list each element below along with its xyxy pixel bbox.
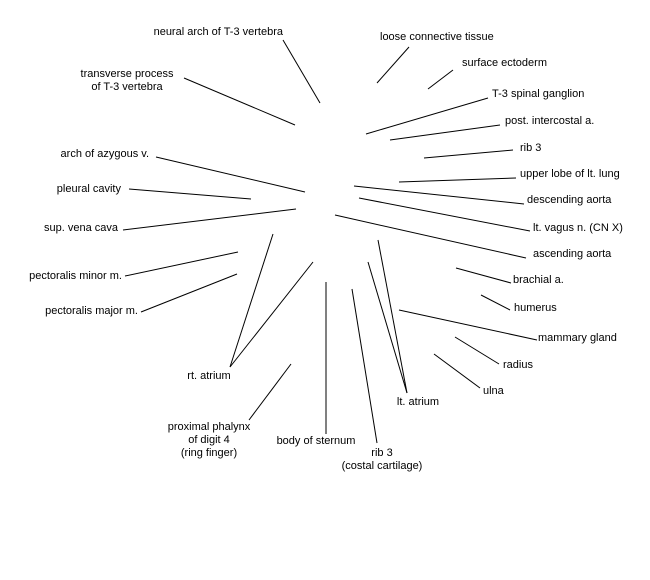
label-spinal-ganglion: T-3 spinal ganglion <box>492 88 585 100</box>
label-rib3cc-line2: (costal cartilage) <box>341 460 423 472</box>
leader-lt-atrium-b <box>367 261 408 394</box>
leader-pleural-cavity <box>128 188 252 200</box>
label-pectoralis-minor: pectoralis minor m. <box>29 270 122 282</box>
label-surface-ectoderm: surface ectoderm <box>462 57 547 69</box>
label-arch-azygous: arch of azygous v. <box>60 148 149 160</box>
label-proximal-phalynx: proximal phalynx of digit 4 (ring finger… <box>168 421 251 460</box>
label-pectoralis-major: pectoralis major m. <box>45 305 138 317</box>
leader-radius <box>454 336 500 365</box>
label-rib3: rib 3 <box>520 142 542 154</box>
label-transverse-process: transverse process of T-3 vertebra <box>81 68 174 94</box>
leader-ulna <box>433 353 481 389</box>
leader-phalynx <box>248 363 292 421</box>
label-upper-lobe-lung: upper lobe of lt. lung <box>520 168 620 180</box>
leader-humerus <box>480 294 511 311</box>
label-ascending-aorta: ascending aorta <box>533 248 612 260</box>
label-pleural-cavity: pleural cavity <box>56 183 121 195</box>
leader-descending-aorta <box>353 185 525 205</box>
leader-rt-atrium-a <box>229 233 274 368</box>
label-transverse-line2: of T-3 vertebra <box>91 81 163 93</box>
leader-mammary <box>398 309 538 341</box>
label-descending-aorta: descending aorta <box>527 194 612 206</box>
label-superior-vena-cava: sup. vena cava <box>44 222 118 234</box>
leader-lt-atrium-a <box>377 239 408 394</box>
leader-rib3-cc <box>351 288 378 444</box>
leader-brachial <box>455 267 512 284</box>
label-phalynx-line2: of digit 4 <box>188 434 230 446</box>
label-vagus-nerve: lt. vagus n. (CN X) <box>533 222 623 234</box>
leader-neural-arch <box>282 39 321 104</box>
label-mammary-gland: mammary gland <box>538 332 617 344</box>
leader-intercostal <box>389 124 501 141</box>
leader-spinal-ganglion <box>365 97 489 135</box>
label-loose-connective-tissue: loose connective tissue <box>380 31 494 43</box>
label-ulna: ulna <box>483 385 504 397</box>
label-body-of-sternum: body of sternum <box>276 435 356 447</box>
leader-arch-azygous <box>155 156 306 193</box>
label-lt-atrium: lt. atrium <box>396 396 440 408</box>
label-brachial-artery: brachial a. <box>513 274 564 286</box>
leader-pect-major <box>140 273 238 313</box>
leader-surface-ecto <box>427 69 454 90</box>
leader-svc <box>122 208 297 231</box>
leader-loose-ct <box>376 46 410 84</box>
leader-transverse <box>183 77 296 126</box>
leader-ascending-aorta <box>334 214 527 259</box>
leader-rib3 <box>423 149 514 159</box>
leader-pect-minor <box>124 251 239 277</box>
label-rib3-costal-cartilage: rib 3 (costal cartilage) <box>342 447 423 473</box>
label-rt-atrium: rt. atrium <box>187 370 231 382</box>
label-transverse-line1: transverse process <box>80 68 174 80</box>
label-intercostal-artery: post. intercostal a. <box>505 115 595 127</box>
label-phalynx-line3: (ring finger) <box>180 447 238 459</box>
leader-rt-atrium-b <box>229 261 314 368</box>
leader-upper-lobe <box>398 177 517 183</box>
label-radius: radius <box>503 359 533 371</box>
label-neural-arch: neural arch of T-3 vertebra <box>153 26 283 38</box>
label-rib3cc-line1: rib 3 <box>371 447 393 459</box>
label-phalynx-line1: proximal phalynx <box>167 421 251 433</box>
leader-vagus <box>358 197 531 232</box>
label-humerus: humerus <box>514 302 557 314</box>
